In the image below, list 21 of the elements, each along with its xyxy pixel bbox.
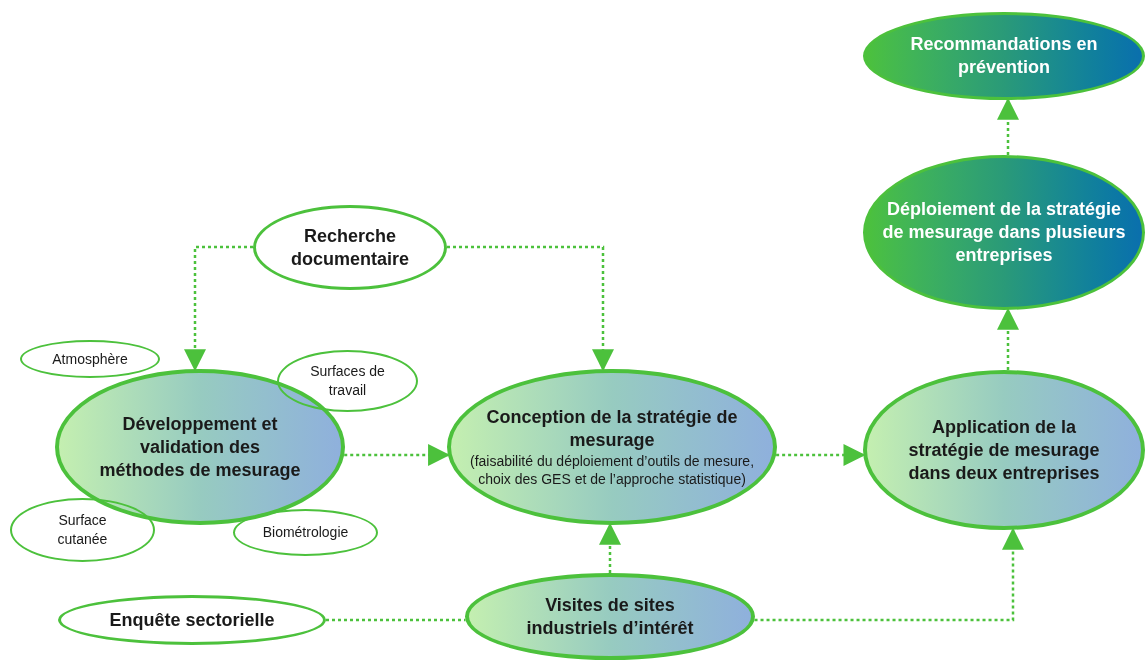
node-label: Déploiement de la stratégie de mesurage dans plusieurs entreprises [882,198,1126,267]
ellipse-node [10,498,155,562]
arrow [754,527,1024,622]
node-label: Conception de la stratégie de mesurage [485,406,739,452]
node-note: (faisabilité du déploiement d’outils de mesure, choix des GES et de l’approche statistique) [468,452,755,488]
node-label: Recherche documentaire [290,224,410,271]
node-label: Enquête sectorielle [109,608,275,632]
node-label: Biométrologie [262,523,349,542]
arrow [184,245,253,372]
arrow [447,245,614,372]
node-label: Visites de sites industriels d’intérêt [525,593,695,640]
node-label: Surfaces de travail [309,362,386,400]
ellipse-node [20,340,160,378]
node-label: Surface cutanée [56,511,109,549]
node-label: Atmosphère [52,349,128,369]
ellipse-node [233,509,378,556]
ellipse-node [277,350,418,412]
arrow [599,522,621,573]
node-label: Recommandations en prévention [909,33,1099,79]
node-label: Application de la stratégie de mesurage dans deux entreprises [907,415,1101,485]
node-label: Développement et validation des méthodes de mesurage [99,412,301,482]
